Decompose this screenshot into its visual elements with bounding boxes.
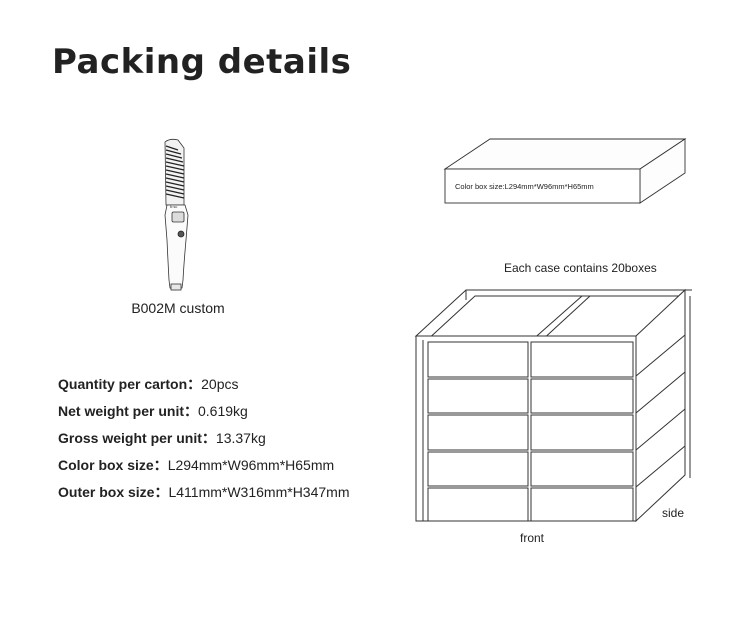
spec-value: 13.37kg: [215, 430, 266, 446]
spec-outer-box-size: Outer box size：L411mm*W316mm*H347mm: [58, 483, 349, 510]
carton-box-grid: [427, 341, 634, 522]
carton-side-label: side: [662, 506, 684, 520]
spec-quantity-per-carton: Quantity per carton：20pcs: [58, 375, 349, 402]
comb-bristles: [165, 145, 185, 199]
color-box-drawing: [443, 138, 687, 204]
spec-color-box-size: Color box size：L294mm*W96mm*H65mm: [58, 456, 349, 483]
color-box-size-label: Color box size:L294mm*W96mm*H65mm: [455, 182, 594, 191]
hair-straightener-comb-icon: [164, 138, 189, 291]
carton-front-label: front: [520, 531, 545, 545]
spec-label: Quantity per carton：: [58, 376, 202, 392]
spec-list: Quantity per carton：20pcs Net weight per…: [58, 375, 349, 510]
product-brand-mark: b:sc: [170, 204, 177, 209]
product-caption: B002M custom: [131, 300, 225, 316]
carton-caption: Each case contains 20boxes: [504, 261, 657, 275]
carton-drawing: [414, 288, 692, 523]
spec-value: L411mm*W316mm*H347mm: [168, 484, 350, 500]
spec-value: 20pcs: [201, 376, 239, 392]
spec-net-weight: Net weight per unit：0.619kg: [58, 402, 349, 429]
page-title: Packing details: [52, 42, 352, 82]
spec-label: Color box size：: [58, 457, 168, 473]
spec-gross-weight: Gross weight per unit：13.37kg: [58, 429, 349, 456]
spec-value: L294mm*W96mm*H65mm: [167, 457, 335, 473]
spec-value: 0.619kg: [198, 403, 248, 419]
spec-label: Net weight per unit：: [58, 403, 198, 419]
spec-label: Outer box size：: [58, 484, 169, 500]
spec-label: Gross weight per unit：: [58, 430, 216, 446]
